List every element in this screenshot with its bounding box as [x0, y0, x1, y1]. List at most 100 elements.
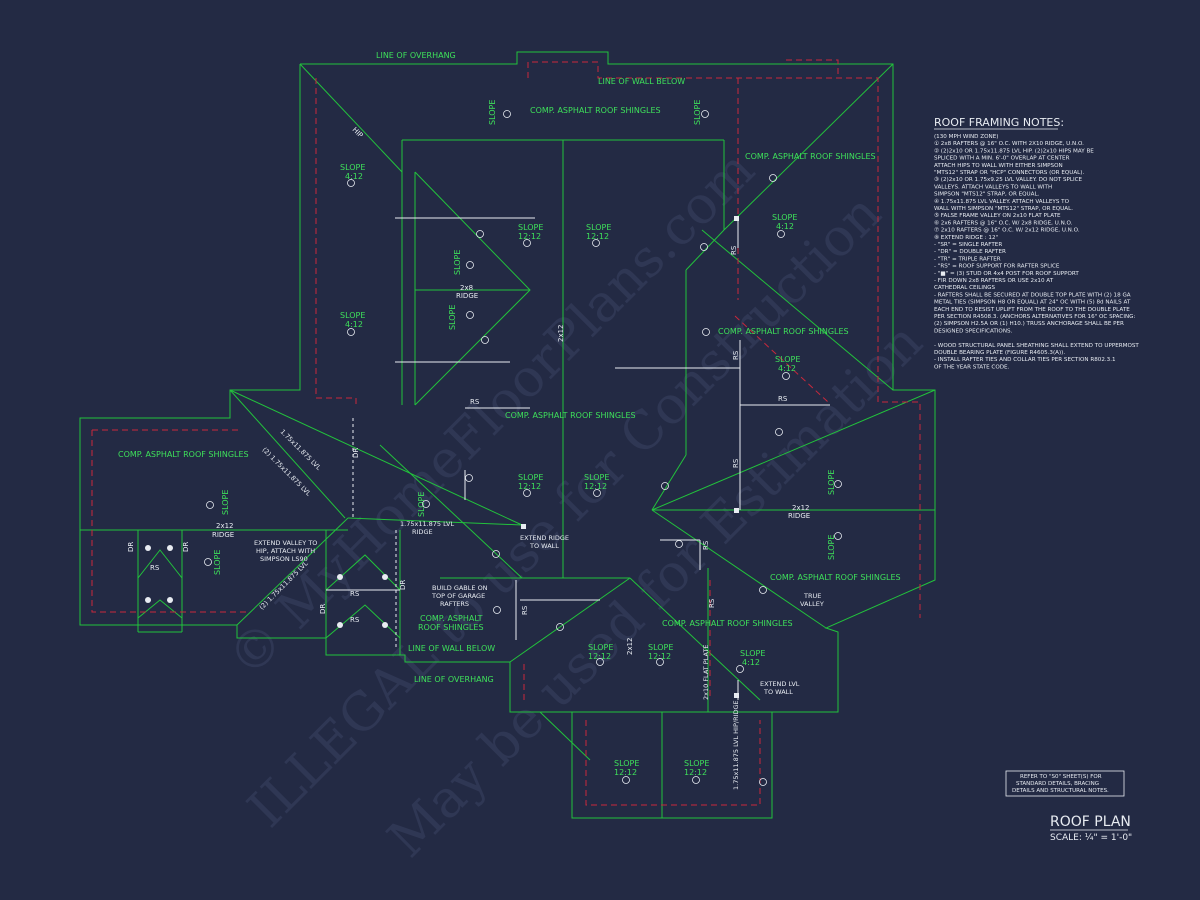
- svg-text:SLOPE: SLOPE: [417, 492, 426, 517]
- notes-line: - "DR" = DOUBLE RAFTER: [934, 249, 1006, 255]
- extend-lvl-note-2: TO WALL: [763, 688, 793, 696]
- svg-text:SLOPE: SLOPE: [588, 643, 613, 652]
- rs-label: RS: [730, 245, 738, 255]
- extend-lvl-note: EXTEND LVL: [760, 680, 800, 688]
- notes-line: ① 2x8 RAFTERS @ 16" O.C. WITH 2X10 RIDGE…: [934, 140, 1084, 147]
- notes-line: ⑧ EXTEND RIDGE : 12": [934, 234, 999, 241]
- rs-label: RS: [150, 564, 160, 572]
- extend-valley-note: EXTEND VALLEY TO: [254, 539, 317, 547]
- wall-below-lines: [91, 59, 921, 806]
- notes-line: DESIGNED SPECIFICATIONS.: [934, 328, 1013, 334]
- dr-label: DR: [352, 448, 360, 458]
- svg-text:SLOPE: SLOPE: [772, 213, 797, 222]
- slope-marker: SLOPE: [827, 535, 836, 560]
- slope-marker: SLOPE: [213, 550, 222, 575]
- ridge-label: 2x12: [557, 324, 565, 342]
- lvl-hipridge-label: 1.75x11.875 LVL HIP/RIDGE: [732, 700, 740, 790]
- watermark-group: © MyHomeFloorPlans.com ILLEGAL to use fo…: [217, 140, 934, 870]
- svg-text:SLOPE: SLOPE: [518, 473, 543, 482]
- lvl-ridge-label-2: RIDGE: [412, 528, 433, 536]
- ridge-label: RIDGE: [456, 292, 478, 300]
- svg-text:SLOPE: SLOPE: [614, 759, 639, 768]
- build-gable-note-3: RAFTERS: [440, 600, 469, 608]
- svg-text:SLOPE: SLOPE: [448, 305, 457, 330]
- ridge-label: RIDGE: [788, 512, 810, 520]
- svg-text:4:12: 4:12: [776, 222, 794, 231]
- true-valley-note-2: VALLEY: [800, 600, 824, 608]
- notes-line: ⑥ 2x6 RAFTERS @ 16" O.C. W/ 2x8 RIDGE, U…: [934, 219, 1073, 226]
- notes-line: (130 MPH WIND ZONE): [934, 134, 998, 140]
- slope-marker: SLOPE: [827, 470, 836, 495]
- svg-text:SLOPE: SLOPE: [827, 535, 836, 560]
- label-line-of-overhang-top: LINE OF OVERHANG: [376, 51, 456, 60]
- build-gable-note-2: TOP OF GARAGE: [431, 592, 485, 600]
- svg-text:12:12: 12:12: [648, 652, 671, 661]
- build-gable-note: BUILD GABLE ON: [432, 584, 488, 592]
- svg-text:12:12: 12:12: [588, 652, 611, 661]
- slope-marker: SLOPE: [417, 492, 426, 517]
- notes-line: - "TR" = TRIPLE RAFTER: [934, 256, 1001, 262]
- svg-text:SLOPE: SLOPE: [221, 490, 230, 515]
- notes-line: ④ 1.75x11.875 LVL VALLEY. ATTACH VALLEYS…: [934, 198, 1070, 205]
- lvl-ridge-label: 1.75x11.875 LVL: [400, 520, 454, 528]
- svg-text:SLOPE: SLOPE: [775, 355, 800, 364]
- notes-line: SIMPSON "MTS12" STRAP, OR EQUAL.: [934, 192, 1040, 198]
- true-valley-note: TRUE: [803, 592, 821, 600]
- svg-text:4:12: 4:12: [345, 320, 363, 329]
- svg-text:SLOPE: SLOPE: [453, 250, 462, 275]
- rs-label: RS: [732, 350, 740, 360]
- svg-text:SLOPE: SLOPE: [518, 223, 543, 232]
- svg-text:12:12: 12:12: [684, 768, 707, 777]
- notes-line: PER SECTION R4508.3. (ANCHORS ALTERNATIV…: [934, 314, 1135, 320]
- notes-line: - RAFTERS SHALL BE SECURED AT DOUBLE TOP…: [934, 292, 1131, 298]
- extend-ridge-note: EXTEND RIDGE: [520, 534, 569, 542]
- notes-line: SPLICED WITH A MIN. 6'-0" OVERLAP AT CEN…: [934, 156, 1070, 162]
- dr-label: DR: [399, 580, 407, 590]
- svg-text:4:12: 4:12: [742, 658, 760, 667]
- label-shingles-top: COMP. ASPHALT ROOF SHINGLES: [530, 106, 661, 115]
- label-line-of-overhang-bottom: LINE OF OVERHANG: [414, 675, 494, 684]
- ridge-label: 2x12: [792, 504, 810, 512]
- refer-note-line: STANDARD DETAILS, BRACING: [1016, 781, 1099, 787]
- ridge-label: 2x8: [460, 284, 473, 292]
- svg-text:SLOPE: SLOPE: [213, 550, 222, 575]
- refer-note-line: REFER TO "S0" SHEET(S) FOR: [1020, 774, 1102, 780]
- notes-line: - "■" = (3) STUD OR 4x4 POST FOR ROOF SU…: [934, 271, 1079, 277]
- slope-marker: SLOPE: [448, 305, 457, 330]
- roof-framing-notes: ROOF FRAMING NOTES: (130 MPH WIND ZONE)①…: [934, 116, 1139, 370]
- svg-text:12:12: 12:12: [518, 482, 541, 491]
- svg-text:SLOPE: SLOPE: [340, 311, 365, 320]
- svg-text:SLOPE: SLOPE: [488, 100, 497, 125]
- label-shingles-mid: COMP. ASPHALT ROOF SHINGLES: [718, 327, 849, 336]
- rs-label: RS: [778, 395, 788, 403]
- svg-text:SLOPE: SLOPE: [740, 649, 765, 658]
- roof-outline: [79, 51, 936, 819]
- notes-line: ATTACH HIPS TO WALL WITH EITHER SIMPSON: [934, 163, 1063, 169]
- slope-marker: SLOPE: [221, 490, 230, 515]
- label-line-of-wall-below-bottom: LINE OF WALL BELOW: [408, 644, 495, 653]
- framing-marks: [145, 216, 830, 700]
- svg-text:12:12: 12:12: [584, 482, 607, 491]
- svg-text:4:12: 4:12: [345, 172, 363, 181]
- rs-label: RS: [350, 616, 360, 624]
- rs-label: RS: [702, 540, 710, 550]
- rs-label: RS: [708, 598, 716, 608]
- notes-line: (2) SIMPSON H2.5A OR (1) H10.) TRUSS ANC…: [934, 321, 1124, 327]
- svg-text:12:12: 12:12: [518, 232, 541, 241]
- title-block: ROOF PLAN SCALE: ¼" = 1'-0": [1050, 814, 1132, 843]
- ridge-label: RIDGE: [212, 531, 234, 539]
- notes-line: - "SR" = SINGLE RAFTER: [934, 242, 1002, 248]
- notes-line: - FIR DOWN 2x8 RAFTERS OR USE 2x10 AT: [934, 278, 1054, 284]
